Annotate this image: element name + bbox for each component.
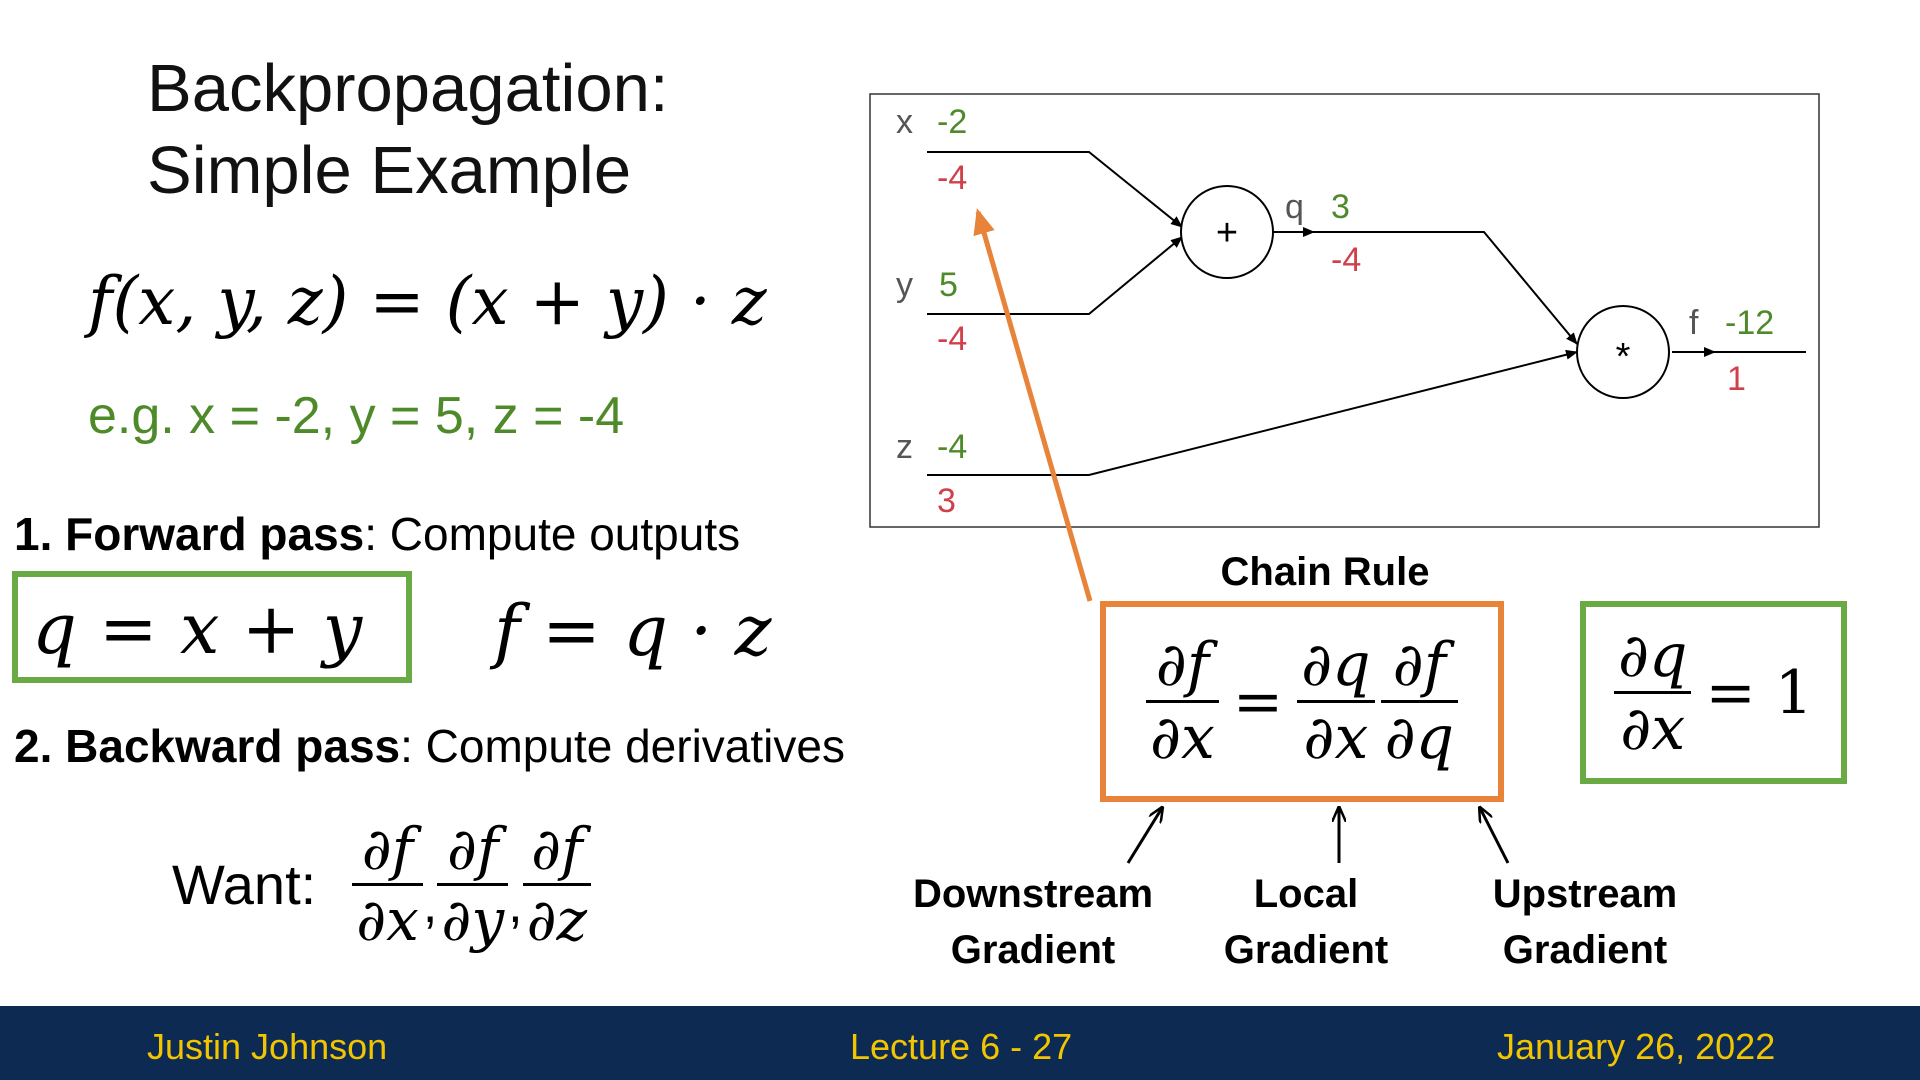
function-definition: f(x, y, z) = (x + y) · z <box>88 262 767 342</box>
example-values: e.g. x = -2, y = 5, z = -4 <box>88 387 625 445</box>
downstream-line1: Downstream <box>912 872 1154 916</box>
backward-pass-desc: : Compute derivatives <box>400 720 845 772</box>
forward-q-equation: q = x + y <box>32 588 363 670</box>
computational-graph: + * x -2 -4 y 5 -4 z -4 3 q 3 -4 f -12 1 <box>869 93 1820 528</box>
y-value: 5 <box>939 266 958 304</box>
fraction-bar <box>1145 700 1219 703</box>
want-row: Want: ∂f ∂x , ∂f ∂y , ∂f ∂z <box>172 815 592 954</box>
multiply-operator: * <box>1616 336 1631 378</box>
want-df-dz-den: ∂z <box>526 886 588 954</box>
local-derivative-value: = 1 <box>1705 657 1813 728</box>
upstream-line1: Upstream <box>1492 872 1678 916</box>
q-value: 3 <box>1331 188 1350 226</box>
wire-q <box>1273 231 1578 345</box>
local-derivative-box: ∂q ∂x = 1 <box>1580 601 1847 784</box>
forward-q-box: q = x + y <box>12 571 412 683</box>
q-grad: -4 <box>1331 241 1361 279</box>
downstream-pointer <box>1126 808 1162 864</box>
forward-pass-heading: 1. Forward pass: Compute outputs <box>14 507 740 561</box>
f-grad: 1 <box>1727 360 1746 398</box>
chain-rhs-upstream-den: ∂q <box>1384 703 1455 773</box>
fraction-bar <box>522 883 592 886</box>
y-name: y <box>896 266 913 304</box>
upstream-line2: Gradient <box>1502 928 1668 972</box>
want-df-dx-num: ∂f <box>361 815 414 883</box>
want-label: Want: <box>172 853 317 916</box>
chain-rhs-local-num: ∂q <box>1301 630 1371 700</box>
wire-x <box>927 151 1183 228</box>
add-operator: + <box>1216 212 1238 254</box>
local-line2: Gradient <box>1223 928 1389 972</box>
fraction-bar <box>1297 700 1375 703</box>
q-name: q <box>1285 188 1304 226</box>
x-name: x <box>896 103 913 141</box>
y-grad: -4 <box>937 320 967 358</box>
downstream-gradient-label: Downstream Gradient <box>893 866 1173 978</box>
z-grad: 3 <box>937 482 956 520</box>
f-name: f <box>1689 304 1699 342</box>
slide-title: Backpropagation: Simple Example <box>147 48 668 212</box>
f-value: -12 <box>1725 304 1774 342</box>
fraction-bar <box>1380 700 1459 703</box>
chain-rhs-upstream: ∂f ∂q <box>1380 630 1459 773</box>
graph-frame <box>869 93 1820 528</box>
fraction-bar <box>352 883 423 886</box>
comma: , <box>422 875 438 934</box>
footer-lecture: Lecture 6 - 27 <box>850 1026 1073 1067</box>
forward-pass-desc: : Compute outputs <box>364 508 741 560</box>
multiply-node <box>1576 305 1670 399</box>
chain-rhs-local: ∂q ∂x <box>1297 630 1375 773</box>
want-df-dy-den: ∂y <box>441 886 505 954</box>
function-lhs-f: f <box>88 263 113 340</box>
forward-f-equation: f = q · z <box>494 590 772 672</box>
downstream-line2: Gradient <box>950 928 1116 972</box>
want-df-dy: ∂f ∂y <box>437 815 509 954</box>
chain-rhs-local-den: ∂x <box>1303 703 1369 773</box>
x-grad: -4 <box>937 159 967 197</box>
want-df-dy-num: ∂f <box>446 815 499 883</box>
function-equals: = <box>369 263 425 340</box>
footer-bar: Justin Johnson Lecture 6 - 27 January 26… <box>0 1006 1920 1080</box>
orange-pointer-arrow <box>973 208 1093 602</box>
add-node <box>1180 185 1274 279</box>
slide-title-line1: Backpropagation: <box>147 51 669 126</box>
local-derivative-equation: ∂q ∂x = 1 <box>1586 607 1841 778</box>
chain-lhs-num: ∂f <box>1155 630 1210 700</box>
wire-y <box>927 236 1183 315</box>
upstream-pointer <box>1480 808 1510 864</box>
local-gradient-label: Local Gradient <box>1196 866 1416 978</box>
wire-z <box>927 349 1578 476</box>
local-derivative-num: ∂q <box>1618 621 1688 691</box>
function-rhs: (x + y) · z <box>445 263 767 340</box>
chain-rhs-upstream-num: ∂f <box>1392 630 1446 700</box>
chain-lhs: ∂f ∂x <box>1145 630 1219 773</box>
z-value: -4 <box>937 428 967 466</box>
function-lhs-args: (x, y, z) <box>112 263 349 340</box>
local-derivative-den: ∂x <box>1620 694 1686 764</box>
comma: , <box>508 875 523 934</box>
backward-pass-heading: 2. Backward pass: Compute derivatives <box>14 719 845 773</box>
chain-rule-box: ∂f ∂x = ∂q ∂x ∂f ∂q <box>1100 601 1504 802</box>
upstream-gradient-label: Upstream Gradient <box>1460 866 1710 978</box>
footer-date: January 26, 2022 <box>1497 1026 1776 1067</box>
chain-equals: = <box>1232 666 1284 737</box>
local-derivative-frac: ∂q ∂x <box>1614 621 1692 764</box>
fraction-bar <box>1614 691 1692 694</box>
chain-rule-equation: ∂f ∂x = ∂q ∂x ∂f ∂q <box>1106 607 1498 796</box>
want-df-dz: ∂f ∂z <box>522 815 592 954</box>
chain-rule-title: Chain Rule <box>1220 550 1430 594</box>
forward-pass-bold: 1. Forward pass <box>14 508 365 560</box>
chain-lhs-den: ∂x <box>1149 703 1215 773</box>
local-line1: Local <box>1253 872 1359 916</box>
want-df-dx-den: ∂x <box>356 886 419 954</box>
fraction-bar <box>437 883 509 886</box>
z-name: z <box>896 428 913 466</box>
backward-pass-bold: 2. Backward pass <box>14 720 401 772</box>
footer-author: Justin Johnson <box>147 1026 388 1067</box>
want-df-dz-num: ∂f <box>531 815 583 883</box>
x-value: -2 <box>937 103 967 141</box>
want-df-dx: ∂f ∂x <box>352 815 423 954</box>
slide-title-line2: Simple Example <box>147 133 632 208</box>
